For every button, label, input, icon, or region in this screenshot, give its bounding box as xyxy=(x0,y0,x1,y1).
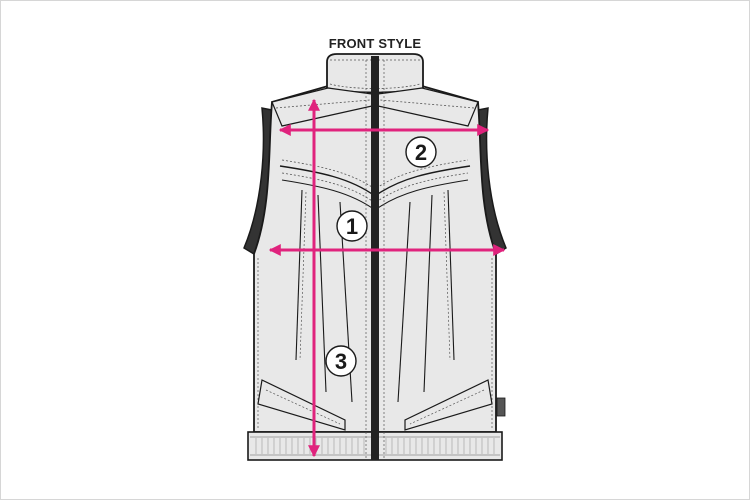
center-zipper xyxy=(371,56,379,460)
diagram-title: FRONT STYLE xyxy=(328,36,422,51)
svg-text:1: 1 xyxy=(346,214,358,239)
side-tab xyxy=(496,397,506,417)
measurement-label-1: 1 xyxy=(336,210,368,242)
right-pocket-flap xyxy=(404,379,493,431)
svg-text:2: 2 xyxy=(415,140,427,165)
measurement-label-3: 3 xyxy=(325,345,357,377)
measurement-label-2: 2 xyxy=(405,136,437,168)
svg-text:3: 3 xyxy=(335,349,347,374)
